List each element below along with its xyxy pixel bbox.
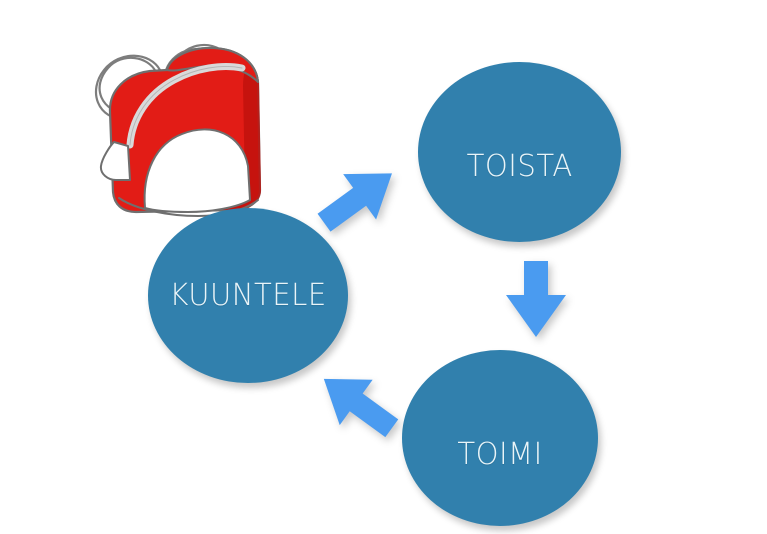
arrow-toista-to-toimi	[500, 255, 572, 343]
backpack-front-pocket	[143, 128, 251, 213]
cycle-node-toimi[interactable]: TOIMI	[402, 350, 598, 526]
cycle-node-kuuntele[interactable]: KUUNTELE	[148, 208, 348, 383]
cycle-node-toista-label: TOISTA	[466, 148, 573, 184]
backpack-body-shading	[222, 60, 261, 210]
cycle-node-toista[interactable]: TOISTA	[418, 62, 621, 242]
backpack-side-pocket	[99, 141, 131, 181]
arrow-kuuntele-to-toista	[308, 160, 408, 236]
backpack-illustration	[70, 20, 280, 225]
cycle-node-toimi-label: TOIMI	[457, 436, 543, 472]
arrow-up-right-icon	[317, 173, 392, 232]
cycle-node-kuuntele-label: KUUNTELE	[169, 278, 327, 313]
backpack-icon	[94, 44, 262, 218]
arrow-down-icon	[506, 261, 566, 337]
arrow-up-left-icon	[323, 378, 399, 438]
arrow-toimi-to-kuuntele	[306, 365, 408, 441]
backpack-zipper-outline	[129, 66, 243, 146]
backpack-strap-left-inner	[94, 54, 162, 122]
